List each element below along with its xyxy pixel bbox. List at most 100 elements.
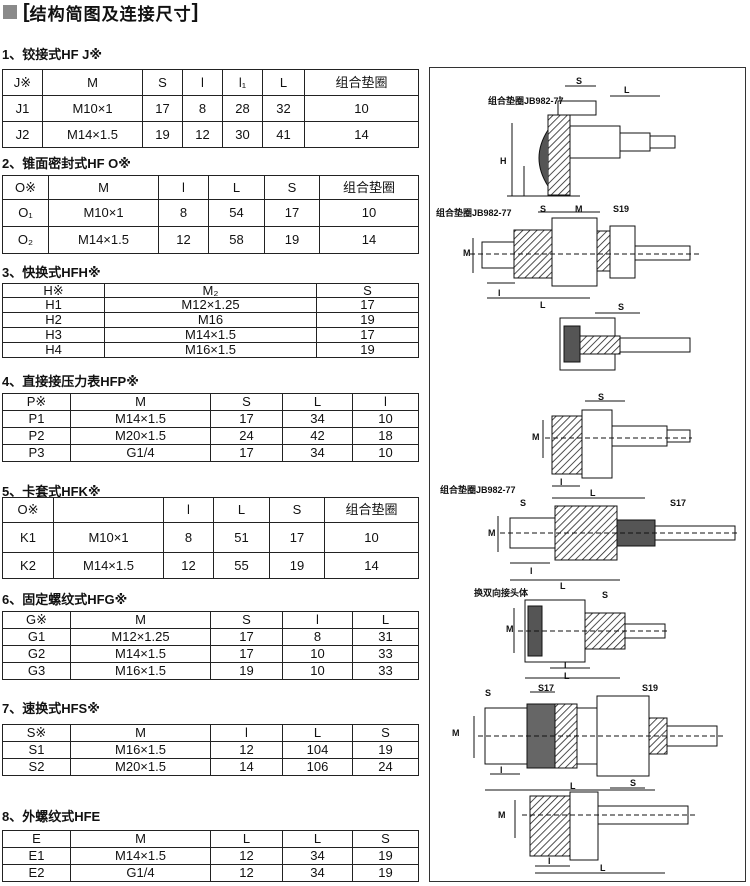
- table-cell: 18: [352, 427, 419, 445]
- table-cell: 34: [282, 847, 353, 865]
- header-cell: S: [142, 69, 183, 96]
- washer-label: 组合垫圈JB982-77: [440, 485, 516, 495]
- section-8-title: 8、外螺纹式HFE: [2, 809, 101, 824]
- table-cell: J2: [2, 121, 43, 148]
- table-cell: 34: [282, 864, 353, 882]
- drawings-frame: 组合垫圈JB982-77 S L H 组合垫圈JB982-77 S M S19 …: [429, 67, 746, 882]
- drawing-cone-seal: [470, 211, 700, 299]
- table-row: G1 M12×1.25 17 8 31: [2, 628, 419, 646]
- s17-label: S17: [670, 498, 687, 508]
- table-cell: 19: [316, 342, 419, 358]
- header-bracket-close: ]: [191, 1, 199, 23]
- table-cell: 17: [210, 410, 283, 428]
- table-cell: O₁: [2, 199, 49, 227]
- table-cell: 12: [210, 847, 283, 865]
- table-row: S2 M20×1.5 14 106 24: [2, 758, 419, 776]
- table-row: E2 G1/4 12 34 19: [2, 864, 419, 882]
- table-cell: M10×1: [48, 199, 159, 227]
- header-marker: [3, 5, 17, 19]
- drawing-ferrule: [497, 505, 740, 581]
- table-cell: 8: [163, 522, 214, 553]
- table-cell: 8: [158, 199, 209, 227]
- header-cell: [53, 497, 164, 523]
- header-cell: 组合垫圈: [324, 497, 419, 523]
- header-cell: S: [210, 611, 283, 629]
- table-row: K2 M14×1.5 12 55 19 14: [2, 552, 419, 579]
- table-cell: 12: [210, 864, 283, 882]
- drawing-pressure-gauge: [542, 400, 692, 499]
- table-cell: 12: [182, 121, 223, 148]
- header-cell: L: [282, 393, 353, 411]
- table-cell: 12: [163, 552, 214, 579]
- table-cell: 17: [142, 95, 183, 122]
- table-cell: P2: [2, 427, 71, 445]
- header-cell: E: [2, 830, 71, 848]
- drawing-banjo: [507, 85, 676, 197]
- table-header-row: P※ M S L l: [2, 393, 419, 411]
- table-cell: 19: [142, 121, 183, 148]
- l-label: l: [564, 660, 567, 670]
- table-1: J※ M S l l₁ L 组合垫圈 J1 M10×1 17 8 28 32 1…: [2, 69, 419, 148]
- table-cell: M12×1.25: [104, 297, 317, 313]
- table-cell: M16×1.5: [70, 741, 211, 759]
- header-cell: L: [262, 69, 305, 96]
- s-label: S: [540, 204, 547, 214]
- table-5: O※ l L S 组合垫圈 K1 M10×1 8 51 17 10 K2 M14…: [2, 497, 419, 579]
- table-cell: G3: [2, 662, 71, 680]
- table-cell: G1/4: [70, 864, 211, 882]
- table-cell: G1: [2, 628, 71, 646]
- header-cell: 组合垫圈: [304, 69, 419, 96]
- table-cell: 14: [210, 758, 283, 776]
- table-cell: 14: [324, 552, 419, 579]
- table-cell: 42: [282, 427, 353, 445]
- table-cell: J1: [2, 95, 43, 122]
- table-row: H3 M14×1.5 17: [2, 327, 419, 343]
- header-cell: 组合垫圈: [319, 175, 419, 200]
- table-cell: 8: [282, 628, 353, 646]
- l-label: l: [500, 765, 503, 775]
- table-row: S1 M16×1.5 12 104 19: [2, 741, 419, 759]
- table-header-row: J※ M S l l₁ L 组合垫圈: [2, 69, 419, 96]
- table-row: H2 M16 19: [2, 312, 419, 328]
- table-cell: 104: [282, 741, 353, 759]
- s19-label: S19: [613, 204, 630, 214]
- table-cell: 19: [264, 226, 320, 254]
- table-cell: H1: [2, 297, 105, 313]
- table-cell: G2: [2, 645, 71, 663]
- header-cell: S: [316, 283, 419, 298]
- table-cell: 14: [319, 226, 419, 254]
- header-cell: S※: [2, 724, 71, 742]
- section-5-title: 5、卡套式HFK※: [2, 484, 101, 499]
- l-label: L: [600, 863, 606, 873]
- table-cell: 32: [262, 95, 305, 122]
- table-cell: 17: [210, 645, 283, 663]
- section-2-title: 2、锥面密封式HF O※: [2, 156, 131, 171]
- header-cell: l: [352, 393, 419, 411]
- table-row: P1 M14×1.5 17 34 10: [2, 410, 419, 428]
- m-label: M: [532, 432, 540, 442]
- table-cell: 19: [269, 552, 325, 579]
- l-label: L: [590, 488, 596, 498]
- table-cell: M10×1: [42, 95, 143, 122]
- table-cell: 19: [352, 864, 419, 882]
- table-row: P2 M20×1.5 24 42 18: [2, 427, 419, 445]
- s-label: S: [630, 778, 637, 788]
- table-cell: 12: [210, 741, 283, 759]
- table-cell: M14×1.5: [48, 226, 159, 254]
- table-cell: 106: [282, 758, 353, 776]
- l-label: L: [624, 85, 630, 95]
- header-cell: J※: [2, 69, 43, 96]
- table-cell: 10: [282, 662, 353, 680]
- table-cell: 30: [222, 121, 263, 148]
- table-cell: 34: [282, 410, 353, 428]
- l-label: L: [560, 581, 566, 591]
- table-cell: O₂: [2, 226, 49, 254]
- header-cell: L: [210, 830, 283, 848]
- table-4: P※ M S L l P1 M14×1.5 17 34 10 P2 M20×1.…: [2, 393, 419, 462]
- table-header-row: H※ M₂ S: [2, 283, 419, 298]
- table-cell: E2: [2, 864, 71, 882]
- s17-label: S17: [538, 683, 555, 693]
- header-cell: M: [70, 611, 211, 629]
- table-cell: H3: [2, 327, 105, 343]
- washer-label: 组合垫圈JB982-77: [488, 96, 564, 106]
